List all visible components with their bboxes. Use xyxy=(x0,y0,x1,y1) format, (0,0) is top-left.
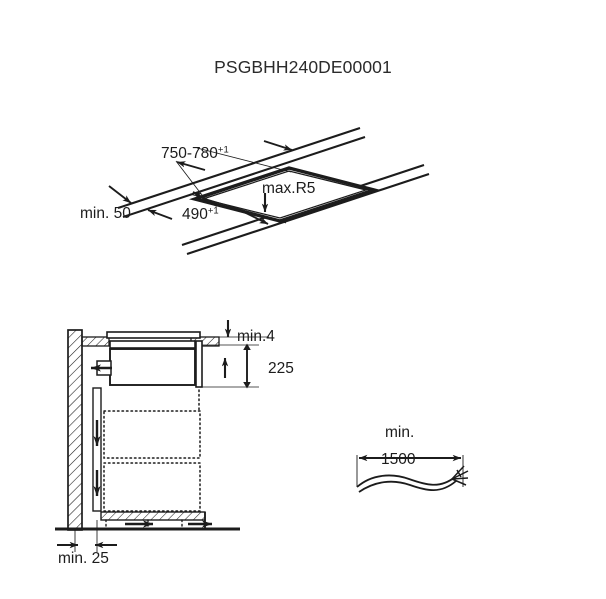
top-cutout-diagram: 750-780+1 490+1 min. 50 max.R5 xyxy=(80,127,430,255)
air-duct-channel xyxy=(92,387,102,512)
cable-dimension-extensions xyxy=(356,455,464,487)
page-title: PSGBHH240DE00001 xyxy=(214,57,392,77)
edge-distance-arrows xyxy=(108,185,173,220)
label-edge-distance: min. 50 xyxy=(80,205,131,222)
label-cutout-width: 750-780+1 xyxy=(161,145,229,163)
label-worktop-thickness: min.4 xyxy=(237,328,275,345)
label-cutout-depth: 490+1 xyxy=(182,206,219,224)
worktop-back-edge-lines xyxy=(117,127,366,218)
wall xyxy=(67,329,83,531)
air-outlet-nozzle xyxy=(90,360,112,376)
cabinet-outline-lower xyxy=(103,462,201,512)
appliance-height-dimension xyxy=(202,343,259,389)
section-view-diagram: min.4 225 min. 25 xyxy=(55,320,294,567)
cable-diagram: min. 1500 xyxy=(356,424,469,493)
hob-glass-plate xyxy=(106,331,201,339)
label-cable-min-prefix: min. xyxy=(385,424,414,441)
cutout-opening xyxy=(188,166,381,223)
cabinet-outline-upper xyxy=(103,410,201,459)
cable-wire-ends xyxy=(451,465,469,486)
cutout-right-member xyxy=(195,340,203,388)
label-appliance-height: 225 xyxy=(268,360,294,377)
worktop-thickness-dimension xyxy=(219,320,269,338)
plinth-shelf xyxy=(100,511,206,521)
width-dimension-arrows xyxy=(176,140,293,171)
label-corner-radius: max.R5 xyxy=(262,180,315,197)
wall-gap-dimension xyxy=(57,520,117,552)
label-wall-gap: min. 25 xyxy=(58,550,109,567)
cable-body xyxy=(356,474,457,493)
label-cable-length: 1500 xyxy=(381,451,416,468)
hob-body xyxy=(109,340,196,386)
depth-dimension-arrows xyxy=(192,191,269,225)
